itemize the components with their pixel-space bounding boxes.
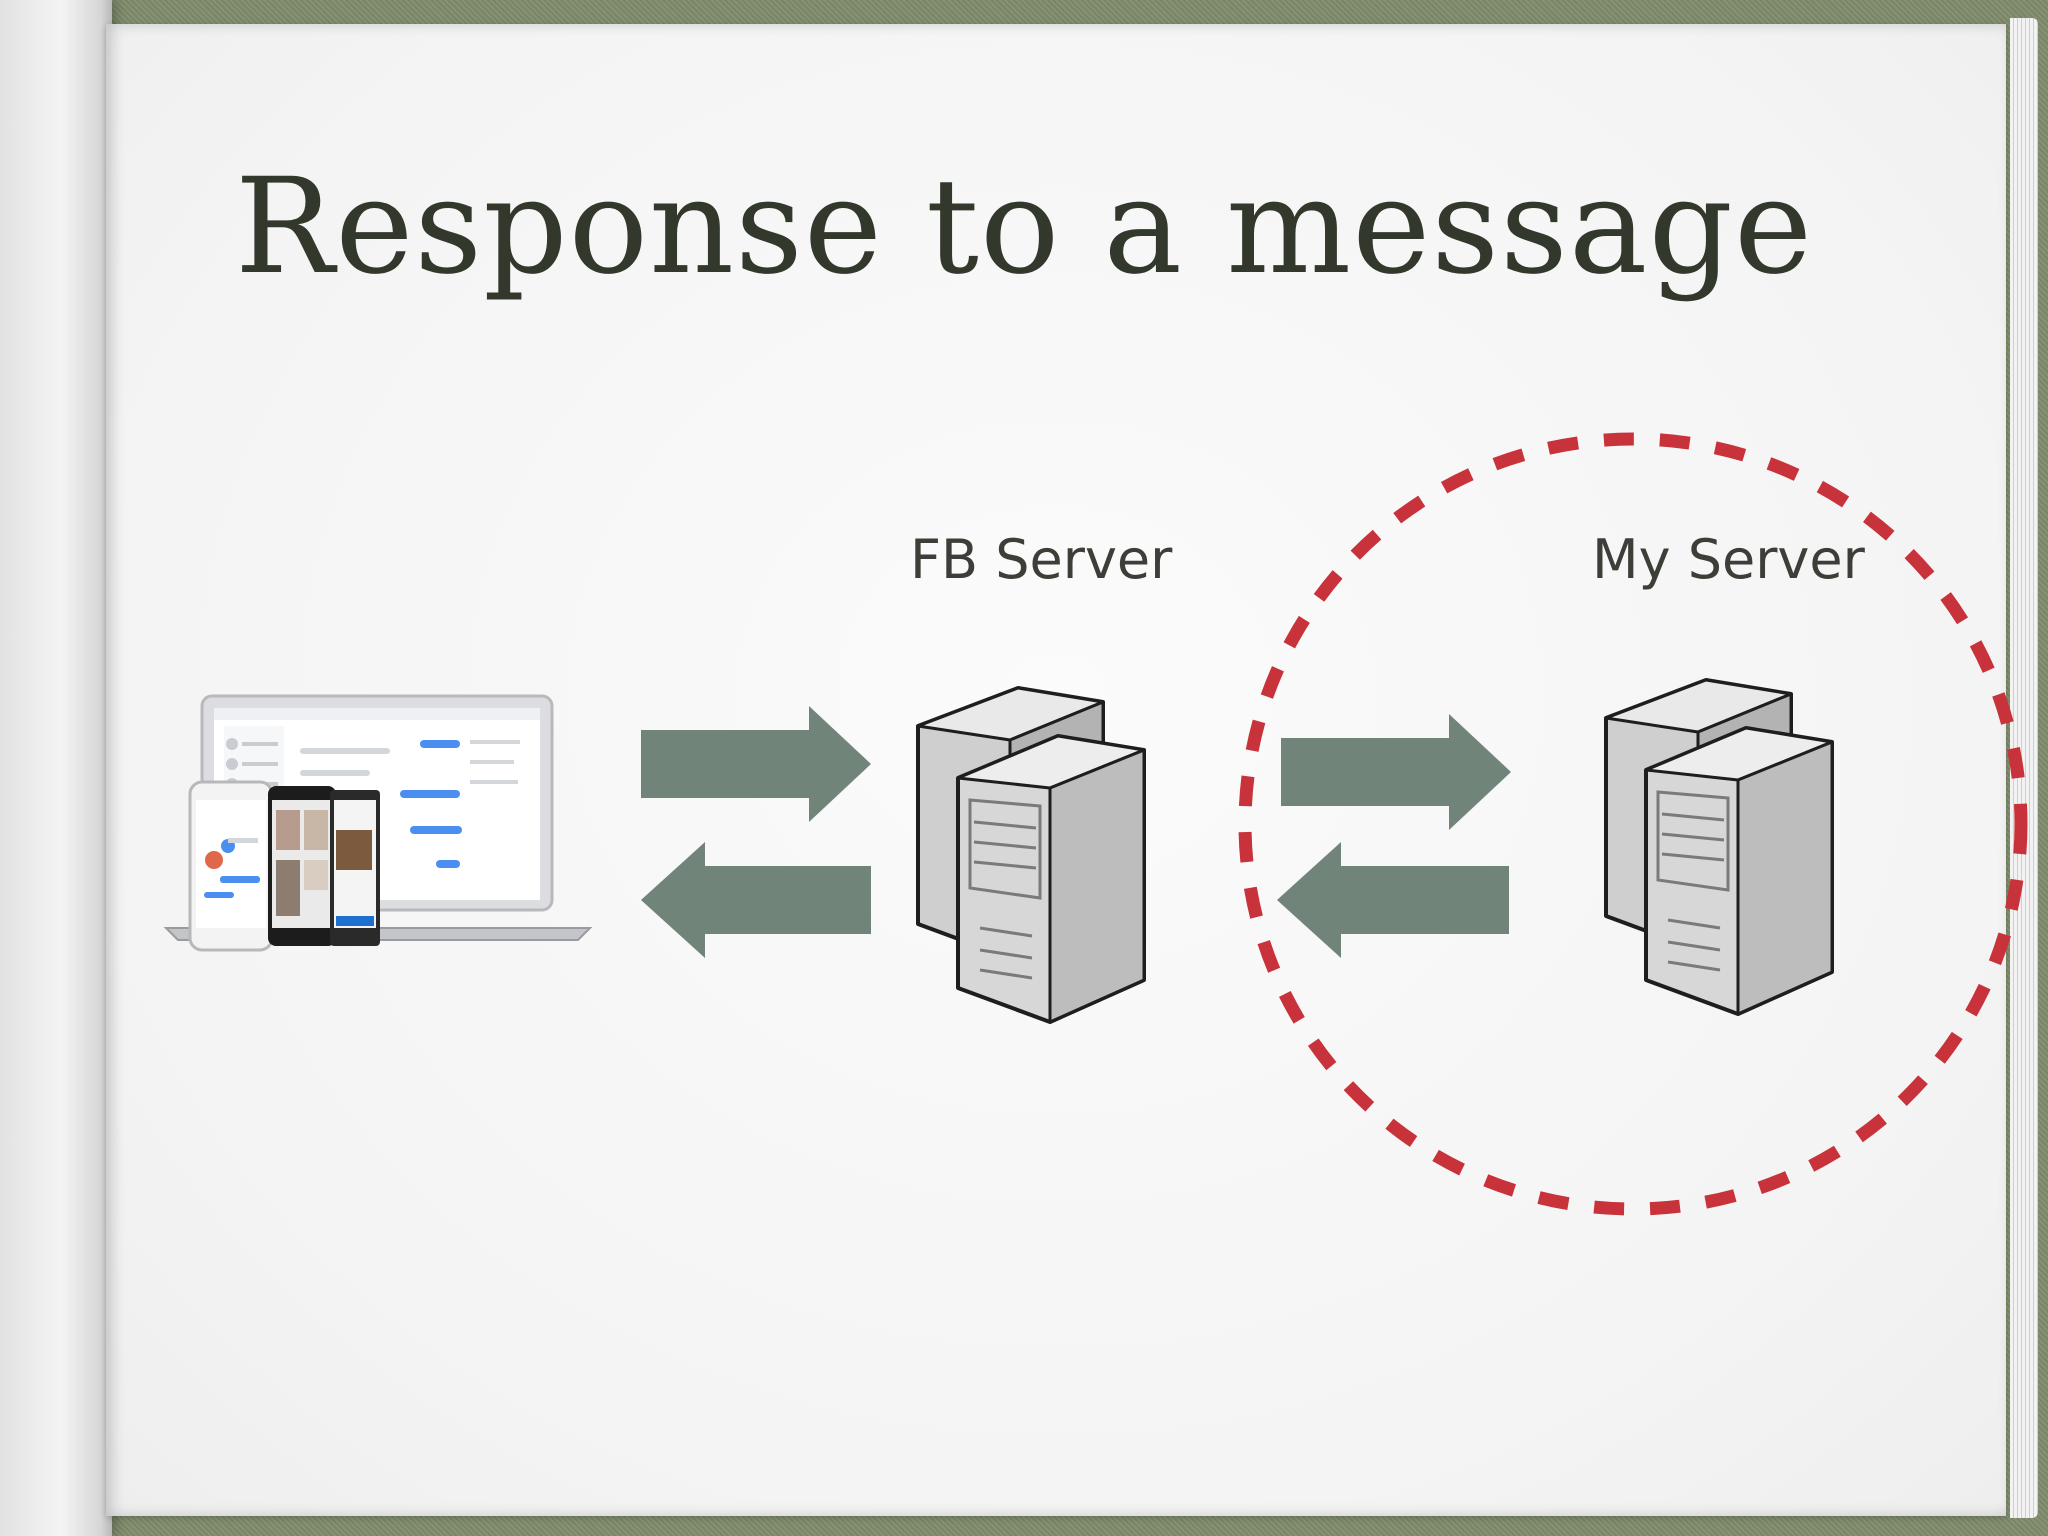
arrow-left-icon	[641, 842, 871, 958]
fb-server-label: FB Server	[910, 528, 1173, 591]
highlight-circle	[1238, 432, 2028, 1216]
server-icon	[1604, 678, 1834, 1016]
arrow-right-icon	[641, 706, 871, 822]
arrow-right-icon	[1281, 714, 1511, 830]
slide-title: Response to a message	[234, 150, 1814, 304]
arrow-left-icon	[1277, 842, 1509, 958]
server-icon	[916, 686, 1146, 1024]
devices-illustration	[163, 694, 593, 952]
left-page-edge	[0, 0, 112, 1536]
my-server-label: My Server	[1592, 528, 1865, 591]
